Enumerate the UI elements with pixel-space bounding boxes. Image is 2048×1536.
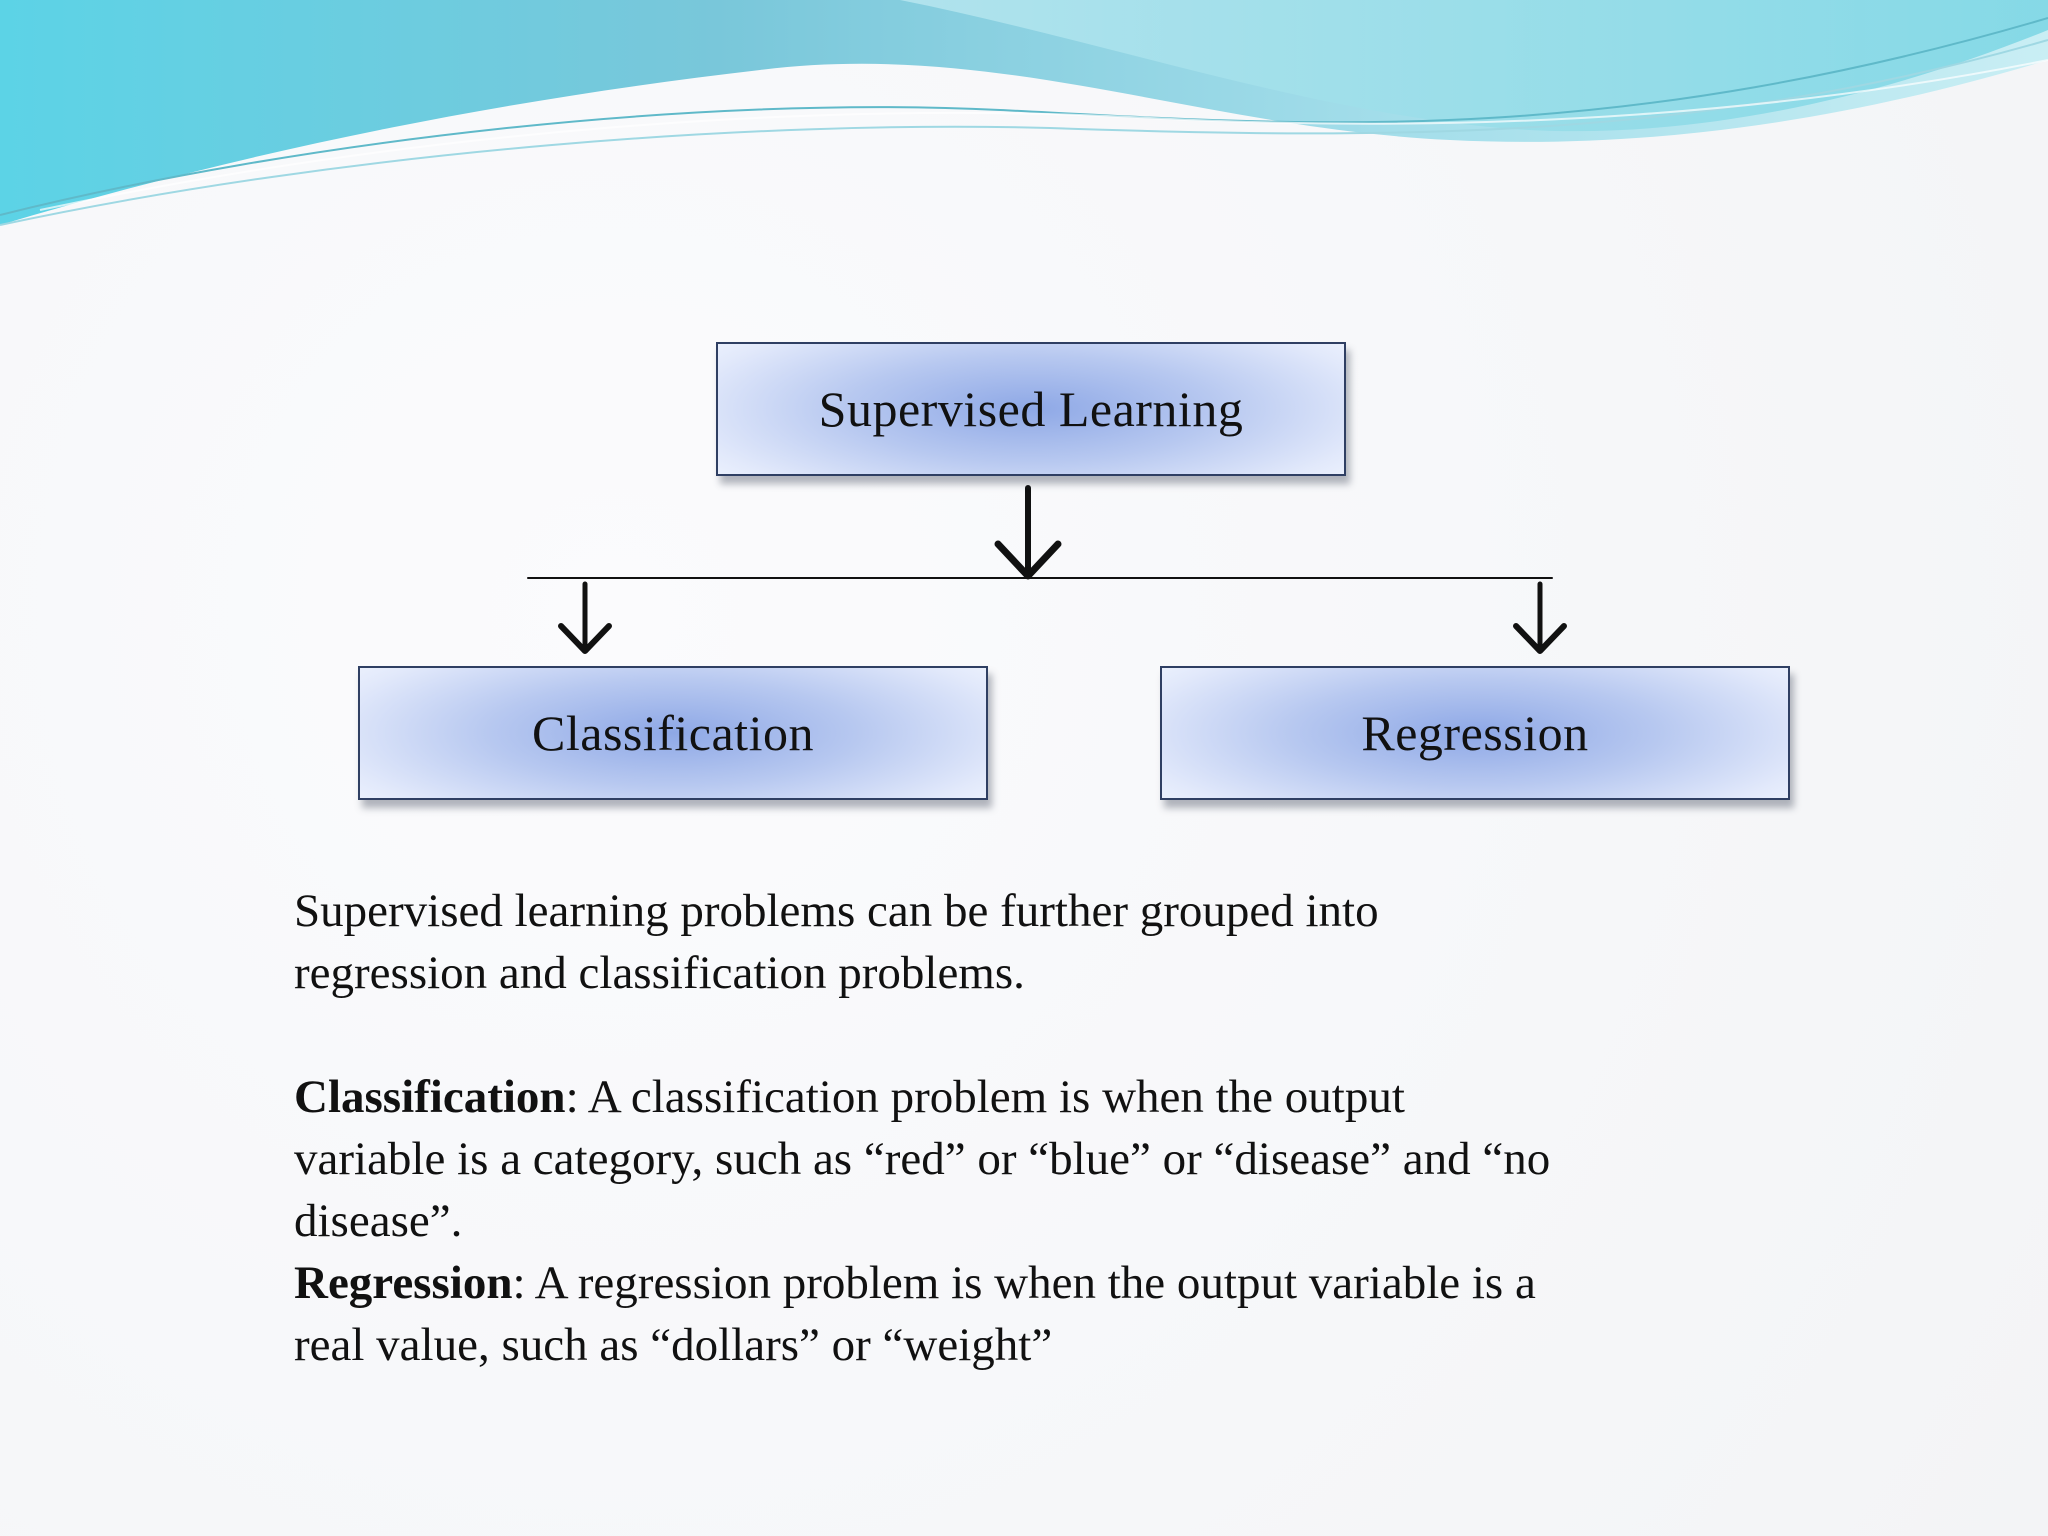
regression-line-1: Regression: A regression problem is when… (294, 1252, 1794, 1314)
root-arrowhead (994, 540, 1062, 580)
body-text: Supervised learning problems can be furt… (294, 880, 1794, 1376)
header-wave-decoration (0, 0, 2048, 226)
node-label: Regression (1361, 705, 1589, 761)
node-regression: Regression (1160, 666, 1790, 800)
node-label: Supervised Learning (818, 381, 1244, 437)
right-arrowhead (1513, 623, 1567, 654)
node-label: Classification (532, 705, 814, 761)
classification-line-3: disease”. (294, 1195, 463, 1247)
intro-line-1: Supervised learning problems can be furt… (294, 885, 1379, 937)
intro-line-2: regression and classification problems. (294, 947, 1025, 999)
node-supervised-learning: Supervised Learning (716, 342, 1346, 476)
classification-line-2: variable is a category, such as “red” or… (294, 1133, 1551, 1185)
classification-definition-start: : A classification problem is when the o… (565, 1071, 1405, 1123)
regression-term: Regression (294, 1257, 513, 1309)
regression-definition-start: : A regression problem is when the outpu… (512, 1257, 1536, 1309)
left-arrowhead (558, 623, 612, 654)
classification-term: Classification (294, 1071, 566, 1123)
classification-line-1: Classification: A classification problem… (294, 1066, 1794, 1128)
node-classification: Classification (358, 666, 988, 800)
regression-line-2: real value, such as “dollars” or “weight… (294, 1319, 1053, 1371)
